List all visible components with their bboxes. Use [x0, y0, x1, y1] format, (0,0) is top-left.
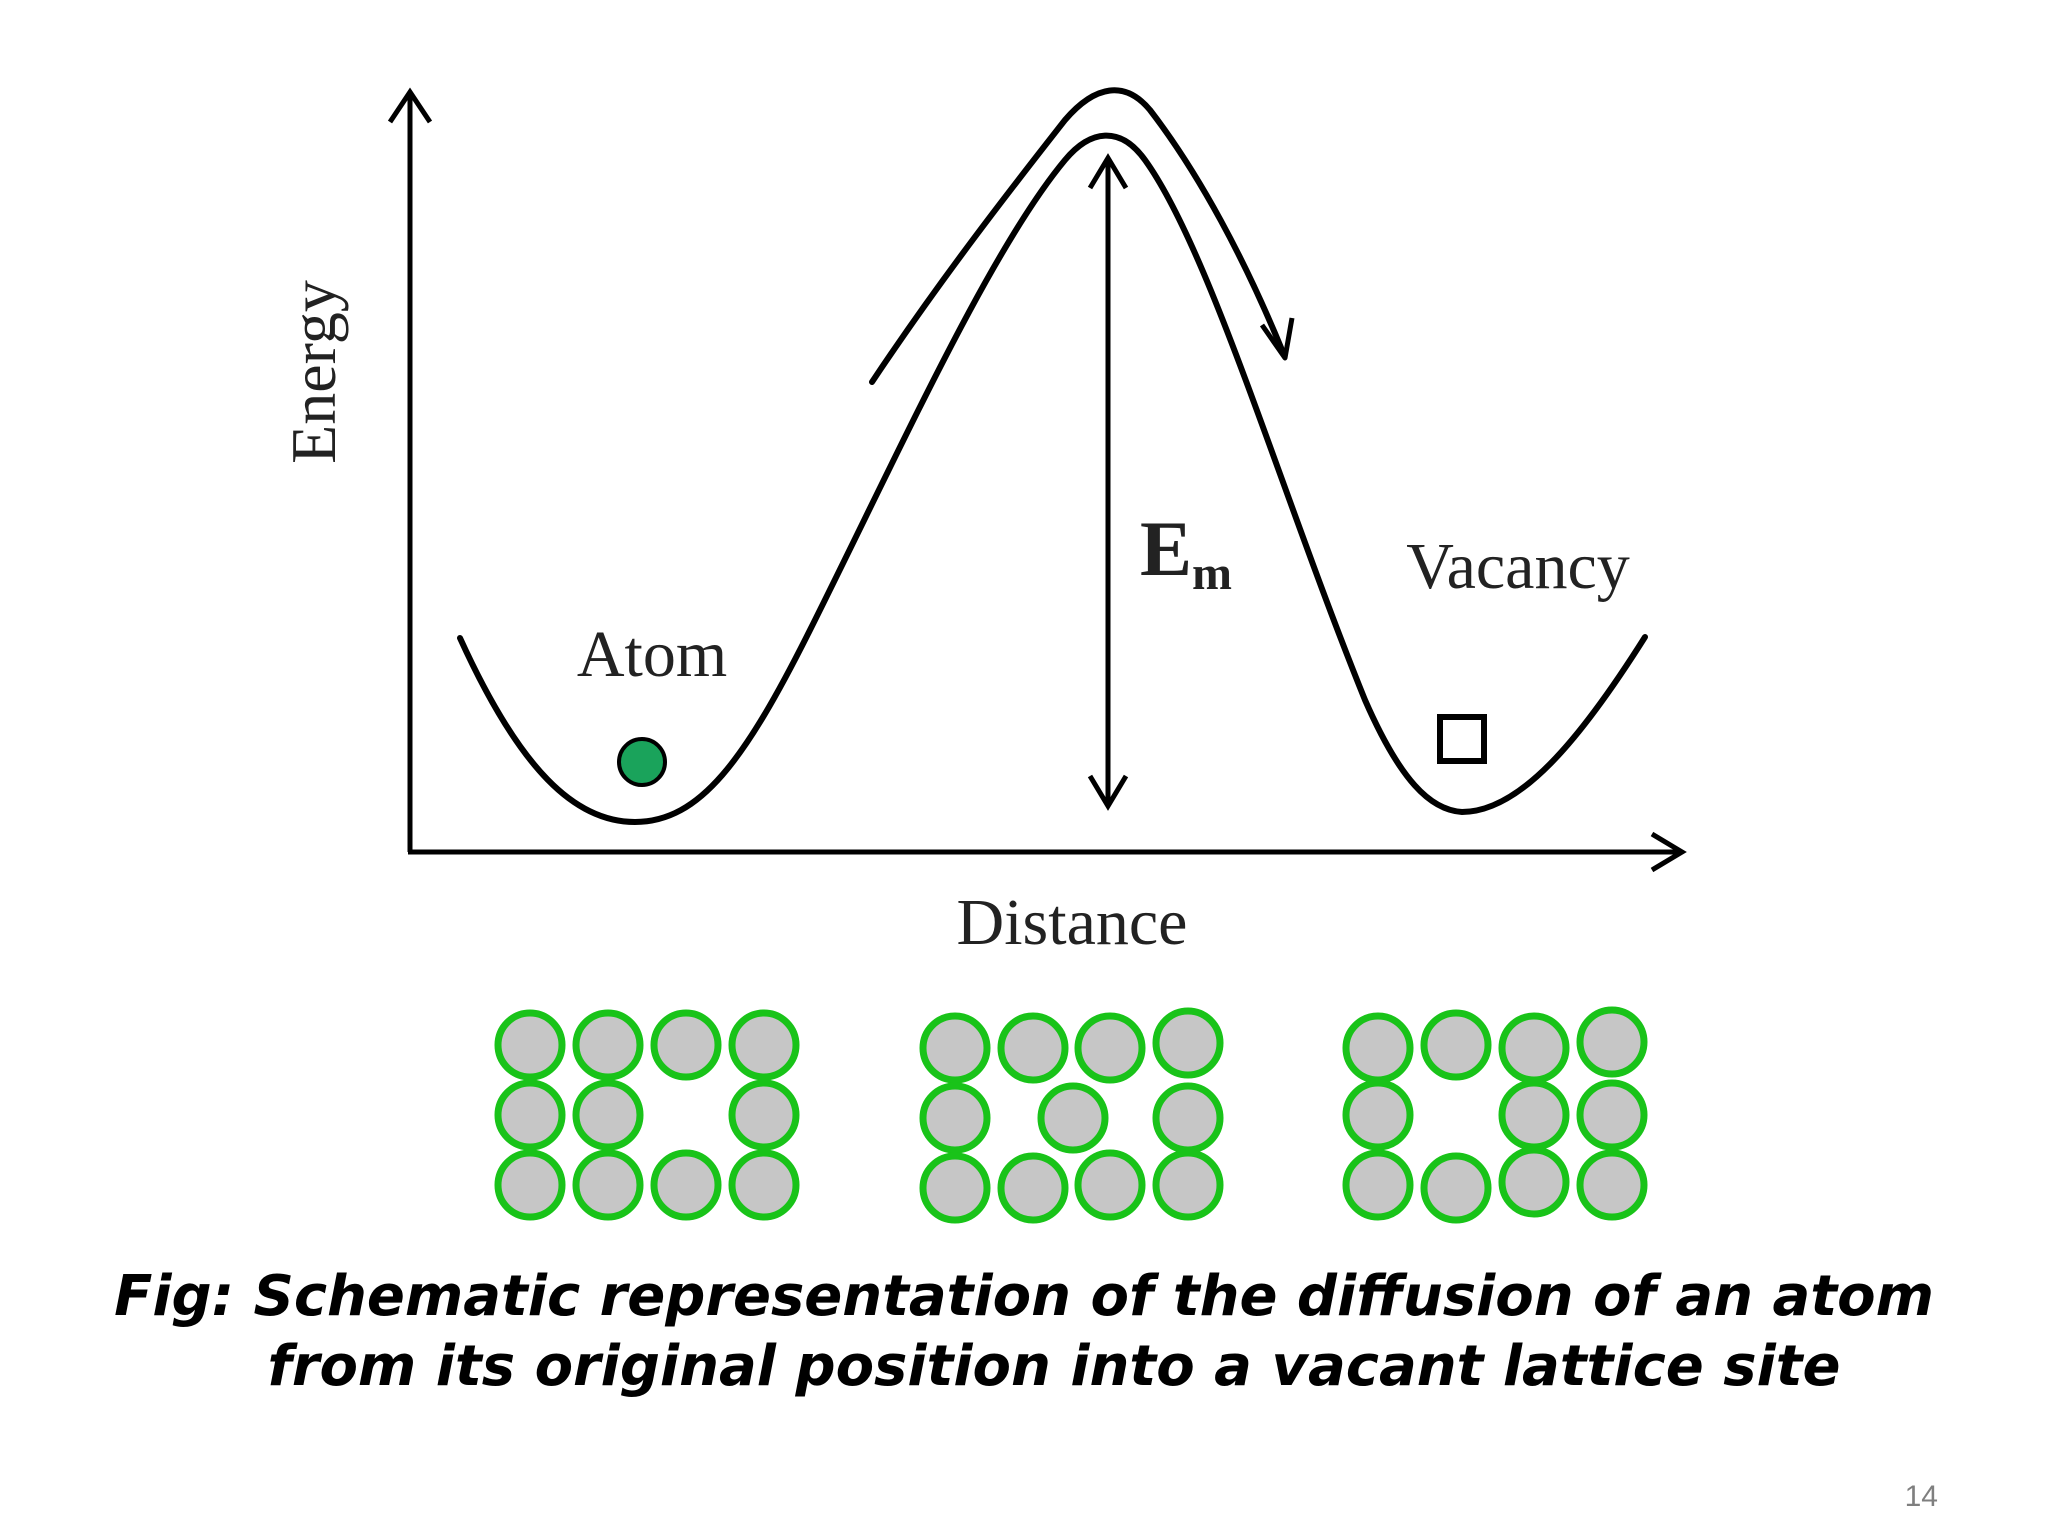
lattice-atom: [1342, 1079, 1414, 1151]
energy-curve: [457, 132, 1648, 826]
lattice-atom: [1498, 1012, 1570, 1084]
lattice-atom: [1342, 1149, 1414, 1221]
lattice-atom: [1152, 1082, 1224, 1154]
lattice-atom: [1576, 1149, 1648, 1221]
caption-line-2: from its original position into a vacant…: [267, 1334, 1841, 1399]
lattice-atom: [1420, 1009, 1492, 1081]
lattice-atom-migrating: [572, 1079, 644, 1151]
lattice-atom: [919, 1012, 991, 1084]
lattice-atom: [1342, 1012, 1414, 1084]
lattice-atom: [1576, 1079, 1648, 1151]
lattice-atom-migrating: [1498, 1079, 1570, 1151]
lattice-atom: [1420, 1152, 1492, 1224]
lattice-atom: [572, 1149, 644, 1221]
lattice-atom: [728, 1079, 800, 1151]
lattice-atom: [650, 1149, 722, 1221]
barrier-label-subscript: m: [1192, 547, 1232, 600]
lattice-atom: [997, 1152, 1069, 1224]
x-axis-arrowhead: [1650, 831, 1687, 873]
migration-arrowhead: [1259, 317, 1295, 361]
lattice-atom-migrating: [1037, 1082, 1109, 1154]
lattice-atom: [494, 1149, 566, 1221]
page-number: 14: [1904, 1480, 1938, 1513]
barrier-arrowhead-bottom: [1087, 774, 1129, 811]
barrier-label-main: E: [1140, 505, 1192, 592]
lattice-atom: [650, 1009, 722, 1081]
lattice-atom: [1152, 1007, 1224, 1079]
y-axis-arrowhead: [387, 87, 433, 124]
lattice-atom: [1074, 1149, 1146, 1221]
lattice-atom: [919, 1152, 991, 1224]
lattice-panel-initial: [494, 1009, 800, 1221]
lattice-atom: [1074, 1012, 1146, 1084]
vacancy-label: Vacancy: [1406, 530, 1630, 603]
y-axis-label: Energy: [278, 280, 349, 464]
lattice-atom: [728, 1149, 800, 1221]
lattice-panel-saddle: [919, 1007, 1224, 1224]
figure-caption: Fig: Schematic representation of the dif…: [0, 1262, 2048, 1402]
atom-label: Atom: [577, 618, 727, 691]
caption-line-1: Fig: Schematic representation of the dif…: [114, 1264, 1934, 1329]
lattice-atom: [572, 1009, 644, 1081]
migration-arrow: [869, 87, 1285, 385]
barrier-arrowhead-top: [1087, 153, 1129, 190]
lattice-atom: [494, 1079, 566, 1151]
vacancy-marker: [1437, 714, 1487, 764]
atom-marker: [617, 737, 667, 787]
lattice-atom: [1152, 1149, 1224, 1221]
x-axis-label: Distance: [957, 886, 1188, 959]
barrier-label: Em: [1140, 505, 1232, 600]
lattice-atom: [494, 1009, 566, 1081]
lattice-panel-final: [1342, 1006, 1648, 1224]
lattice-atom: [728, 1009, 800, 1081]
lattice-atom: [919, 1082, 991, 1154]
lattice-atom: [997, 1012, 1069, 1084]
lattice-atom: [1576, 1006, 1648, 1078]
lattice-atom: [1498, 1146, 1570, 1218]
